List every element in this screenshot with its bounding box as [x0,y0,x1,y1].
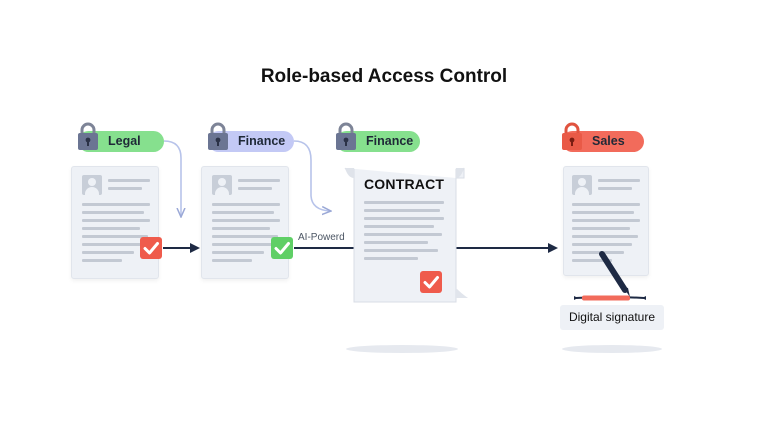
text-line [364,249,438,252]
text-line [108,179,150,182]
document-finance [201,166,289,279]
role-badge-finance: Finance [208,122,294,152]
text-line [364,201,444,204]
user-avatar-icon [212,175,232,195]
text-line [572,243,632,246]
text-line [572,251,624,254]
user-avatar-icon [572,175,592,195]
contract-shadow [346,345,458,353]
text-line [82,251,134,254]
role-label: Sales [592,134,625,148]
text-line [572,203,640,206]
lock-icon [559,120,585,152]
connector-finance-curve [293,140,330,211]
text-line [364,257,418,260]
text-line [364,225,434,228]
text-line [82,211,144,214]
role-label: Legal [108,134,141,148]
digital-signature-label: Digital signature [560,305,664,330]
text-line [212,227,270,230]
text-line [598,187,632,190]
user-avatar-icon [82,175,102,195]
text-line [212,259,252,262]
text-line [364,233,442,236]
role-label: Finance [366,134,414,148]
role-badge-legal: Legal [78,122,164,152]
text-line [364,241,428,244]
text-line [238,187,272,190]
text-line [238,179,280,182]
text-line [212,251,264,254]
checkmark-icon [271,237,293,259]
lock-icon [75,120,101,152]
text-line [82,203,150,206]
text-line [364,209,440,212]
checkmark-icon [140,237,162,259]
text-line [82,227,140,230]
text-line [82,259,122,262]
sales-shadow [562,345,662,353]
text-line [212,235,278,238]
text-line [82,219,150,222]
text-line [82,243,142,246]
text-line [212,203,280,206]
checkmark-icon [420,271,442,293]
text-line [572,235,638,238]
role-label: Finance [238,134,286,148]
text-line [212,211,274,214]
text-line [572,211,634,214]
lock-icon [333,120,359,152]
text-line [108,187,142,190]
role-badge-finance: Finance [336,122,420,152]
edge-label: AI-Powerd [296,232,347,243]
text-line [572,227,630,230]
text-line [82,235,148,238]
text-line [212,219,280,222]
connector-legal-curve [163,140,181,216]
text-line [572,259,612,262]
document-legal [71,166,159,279]
contract-title: CONTRACT [364,176,445,192]
role-badge-sales: Sales [562,122,644,152]
pen-icon [574,251,646,301]
text-line [364,217,444,220]
text-line [572,219,640,222]
diagram-title: Role-based Access Control [260,66,508,87]
text-line [598,179,640,182]
text-line [212,243,272,246]
lock-icon [205,120,231,152]
